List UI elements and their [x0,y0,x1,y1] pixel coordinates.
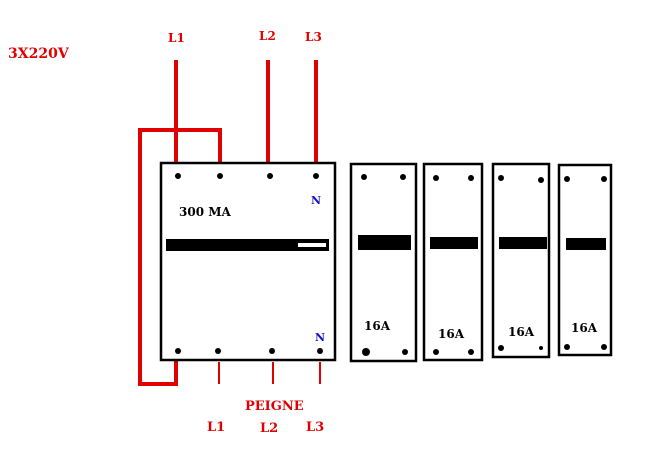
rcd-neutral-top: N [311,194,321,207]
top-phase-l2-label: L2 [259,29,276,43]
rcd-terminals-top [175,173,319,179]
breaker-4 [557,163,613,357]
breaker-3 [491,162,551,359]
breaker-toggle [566,238,606,250]
rcd-toggle-bar [166,239,329,251]
bottom-phase-l2-label: L2 [260,421,278,436]
breaker-2 [422,162,484,362]
bottom-phase-l1-label: L1 [207,420,225,435]
breaker-body [349,162,418,363]
breaker-3-rating: 16A [508,325,535,339]
outgoing-wires [218,362,321,384]
incoming-wires [138,60,318,386]
rcd-body [159,161,337,362]
comb-label: PEIGNE [245,399,304,414]
breaker-body [422,162,484,362]
rcd-switch [159,161,337,362]
rcd-toggle-highlight [298,243,326,247]
rcd-rating: 300 MA [179,205,232,219]
breaker-4-rating: 16A [571,321,598,335]
supply-label: 3X220V [8,46,70,62]
top-phase-l1-label: L1 [168,31,185,45]
breaker-2-rating: 16A [438,327,465,341]
breaker-toggle [358,235,411,250]
bottom-phase-l3-label: L3 [306,420,324,435]
breaker-1 [349,162,418,363]
breaker-toggle [430,237,478,249]
rcd-terminals-bottom [175,348,323,354]
breaker-body [557,163,613,357]
breaker-body [491,162,551,359]
top-phase-l3-label: L3 [305,30,322,44]
rcd-neutral-bottom: N [315,331,325,344]
bridge-wire [138,128,222,386]
breaker-toggle [499,237,547,249]
breaker-1-rating: 16A [364,319,391,333]
